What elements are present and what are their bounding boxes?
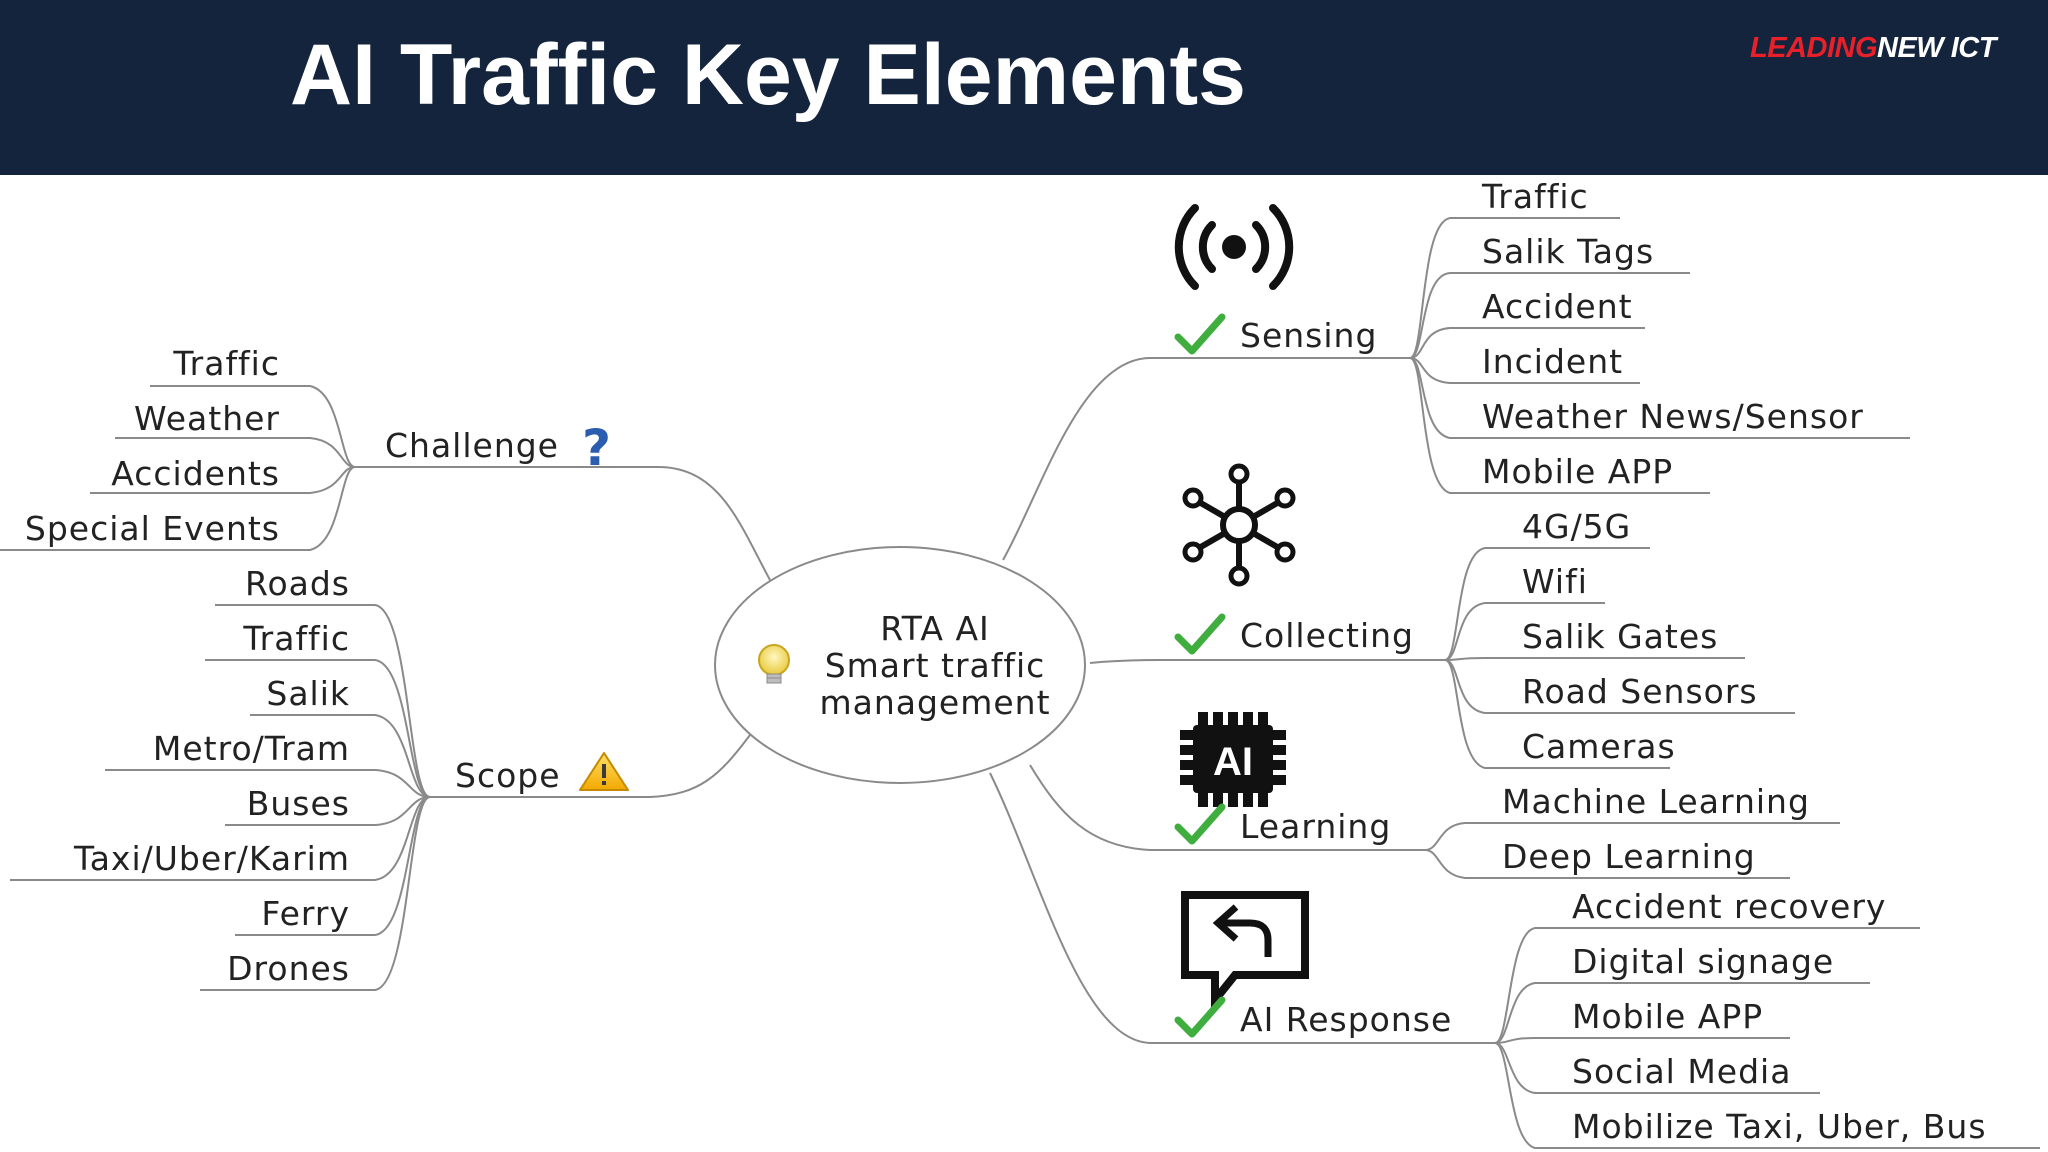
challenge-leaf-line-3 — [90, 466, 356, 494]
sensing-branch: Sensing Traffic Salik Tags Accident Inci… — [1002, 177, 1910, 561]
challenge-branch: Challenge ? Traffic Weather Accidents Sp… — [0, 344, 771, 581]
collecting-item-3: Salik Gates — [1522, 617, 1718, 656]
sensing-leaf-line-3 — [1409, 327, 1645, 359]
response-item-2: Digital signage — [1572, 942, 1834, 981]
scope-item-5: Buses — [247, 784, 350, 823]
sensing-leaf-line-1 — [1409, 217, 1620, 359]
scope-leaf-line-6 — [10, 796, 431, 881]
sensing-item-3: Accident — [1482, 287, 1633, 326]
response-leaf-line-4 — [1494, 1042, 1820, 1094]
collecting-connector — [1089, 659, 1445, 664]
sensing-leaf-line-6 — [1409, 357, 1710, 494]
sensing-leaf-line-4 — [1409, 357, 1640, 384]
collecting-leaf-line-1 — [1444, 547, 1650, 661]
svg-text:?: ? — [582, 419, 611, 477]
response-connector — [989, 772, 1495, 1044]
scope-item-1: Roads — [245, 564, 350, 603]
sensing-item-1: Traffic — [1481, 177, 1589, 216]
scope-item-7: Ferry — [261, 894, 350, 933]
response-leaf-line-5 — [1494, 1042, 2040, 1149]
collecting-leaf-line-3 — [1444, 657, 1745, 661]
scope-leaf-line-4 — [105, 769, 431, 798]
broadcast-icon — [1174, 204, 1294, 290]
sensing-item-2: Salik Tags — [1482, 232, 1654, 271]
center-line-3: management — [819, 683, 1050, 722]
learning-check-icon — [1174, 803, 1226, 845]
center-line-2: Smart traffic — [825, 646, 1046, 685]
scope-item-6: Taxi/Uber/Karim — [73, 839, 350, 878]
logo-word-new-ict: NEW ICT — [1877, 32, 1996, 64]
challenge-label: Challenge — [385, 426, 559, 465]
scope-item-3: Salik — [266, 674, 350, 713]
collecting-check-icon — [1174, 613, 1226, 655]
mind-map: RTA AI Smart traffic management Challeng… — [0, 177, 2040, 1149]
collecting-leaf-line-2 — [1444, 602, 1605, 661]
response-item-4: Social Media — [1572, 1052, 1791, 1091]
ai-chip-icon: AI — [1180, 712, 1286, 807]
response-leaf-line-3 — [1494, 1037, 1790, 1044]
response-check-icon — [1174, 996, 1226, 1038]
warning-icon — [579, 752, 629, 791]
scope-label: Scope — [455, 756, 561, 795]
scope-item-2: Traffic — [242, 619, 350, 658]
collecting-item-1: 4G/5G — [1522, 507, 1631, 546]
challenge-leaf-line-1 — [150, 385, 356, 468]
center-node: RTA AI Smart traffic management — [714, 546, 1086, 784]
response-item-1: Accident recovery — [1572, 887, 1886, 926]
response-label: AI Response — [1240, 1000, 1452, 1039]
learning-connector — [1029, 764, 1425, 851]
sensing-connector — [1002, 357, 1410, 561]
learning-branch: AI Learning Machine Learning Deep Learni… — [1029, 712, 1840, 879]
page-title: AI Traffic Key Elements — [290, 27, 1246, 123]
center-line-1: RTA AI — [880, 609, 990, 648]
ai-chip-text: AI — [1213, 740, 1253, 784]
center-ellipse — [714, 546, 1086, 784]
learning-label: Learning — [1240, 807, 1391, 846]
collecting-item-4: Road Sensors — [1522, 672, 1758, 711]
challenge-item-1: Traffic — [172, 344, 280, 383]
challenge-leaf-line-4 — [0, 466, 356, 551]
challenge-leaf-line-2 — [115, 437, 356, 468]
question-mark-icon: ? — [582, 419, 611, 477]
scope-leaf-line-5 — [225, 796, 431, 826]
sensing-item-6: Mobile APP — [1482, 452, 1673, 491]
sensing-item-4: Incident — [1482, 342, 1623, 381]
sensing-check-icon — [1174, 313, 1226, 355]
challenge-item-2: Weather — [134, 399, 280, 438]
scope-branch: Scope Roads Traffic Salik Metro/Tram Bus… — [10, 564, 751, 991]
scope-item-4: Metro/Tram — [153, 729, 350, 768]
scope-leaf-line-2 — [205, 659, 431, 798]
sensing-label: Sensing — [1240, 316, 1377, 355]
network-hub-icon — [1182, 463, 1296, 587]
collecting-label: Collecting — [1240, 616, 1414, 655]
header-bar: AI Traffic Key Elements LEADINGNEW ICT — [0, 0, 2048, 175]
response-leaf-line-2 — [1494, 982, 1870, 1044]
scope-leaf-line-3 — [250, 714, 431, 798]
reply-message-icon — [1181, 891, 1309, 1012]
challenge-connector — [355, 465, 771, 581]
response-leaf-line-1 — [1494, 927, 1920, 1044]
challenge-item-3: Accidents — [111, 454, 280, 493]
challenge-item-4: Special Events — [25, 509, 280, 548]
learning-leaf-line-2 — [1424, 849, 1790, 879]
collecting-item-5: Cameras — [1522, 727, 1676, 766]
collecting-item-2: Wifi — [1522, 562, 1588, 601]
collecting-branch: Collecting 4G/5G Wifi Salik Gates Road S… — [1089, 463, 1795, 769]
response-item-5: Mobilize Taxi, Uber, Bus — [1572, 1107, 1987, 1146]
sensing-item-5: Weather News/Sensor — [1482, 397, 1864, 436]
learning-leaf-line-1 — [1424, 822, 1840, 851]
scope-leaf-line-8 — [200, 796, 431, 991]
response-item-3: Mobile APP — [1572, 997, 1763, 1036]
scope-connector — [430, 734, 751, 798]
response-branch: AI Response Accident recovery Digital si… — [989, 772, 2040, 1149]
brand-logo: LEADINGNEW ICT — [1750, 32, 1996, 65]
sensing-leaf-line-2 — [1409, 272, 1690, 359]
scope-item-8: Drones — [227, 949, 350, 988]
collecting-leaf-line-5 — [1444, 659, 1670, 769]
lightbulb-icon — [758, 644, 790, 684]
logo-word-leading: LEADING — [1750, 32, 1878, 64]
learning-item-2: Deep Learning — [1502, 837, 1756, 876]
scope-leaf-line-1 — [215, 604, 431, 798]
learning-item-1: Machine Learning — [1502, 782, 1810, 821]
